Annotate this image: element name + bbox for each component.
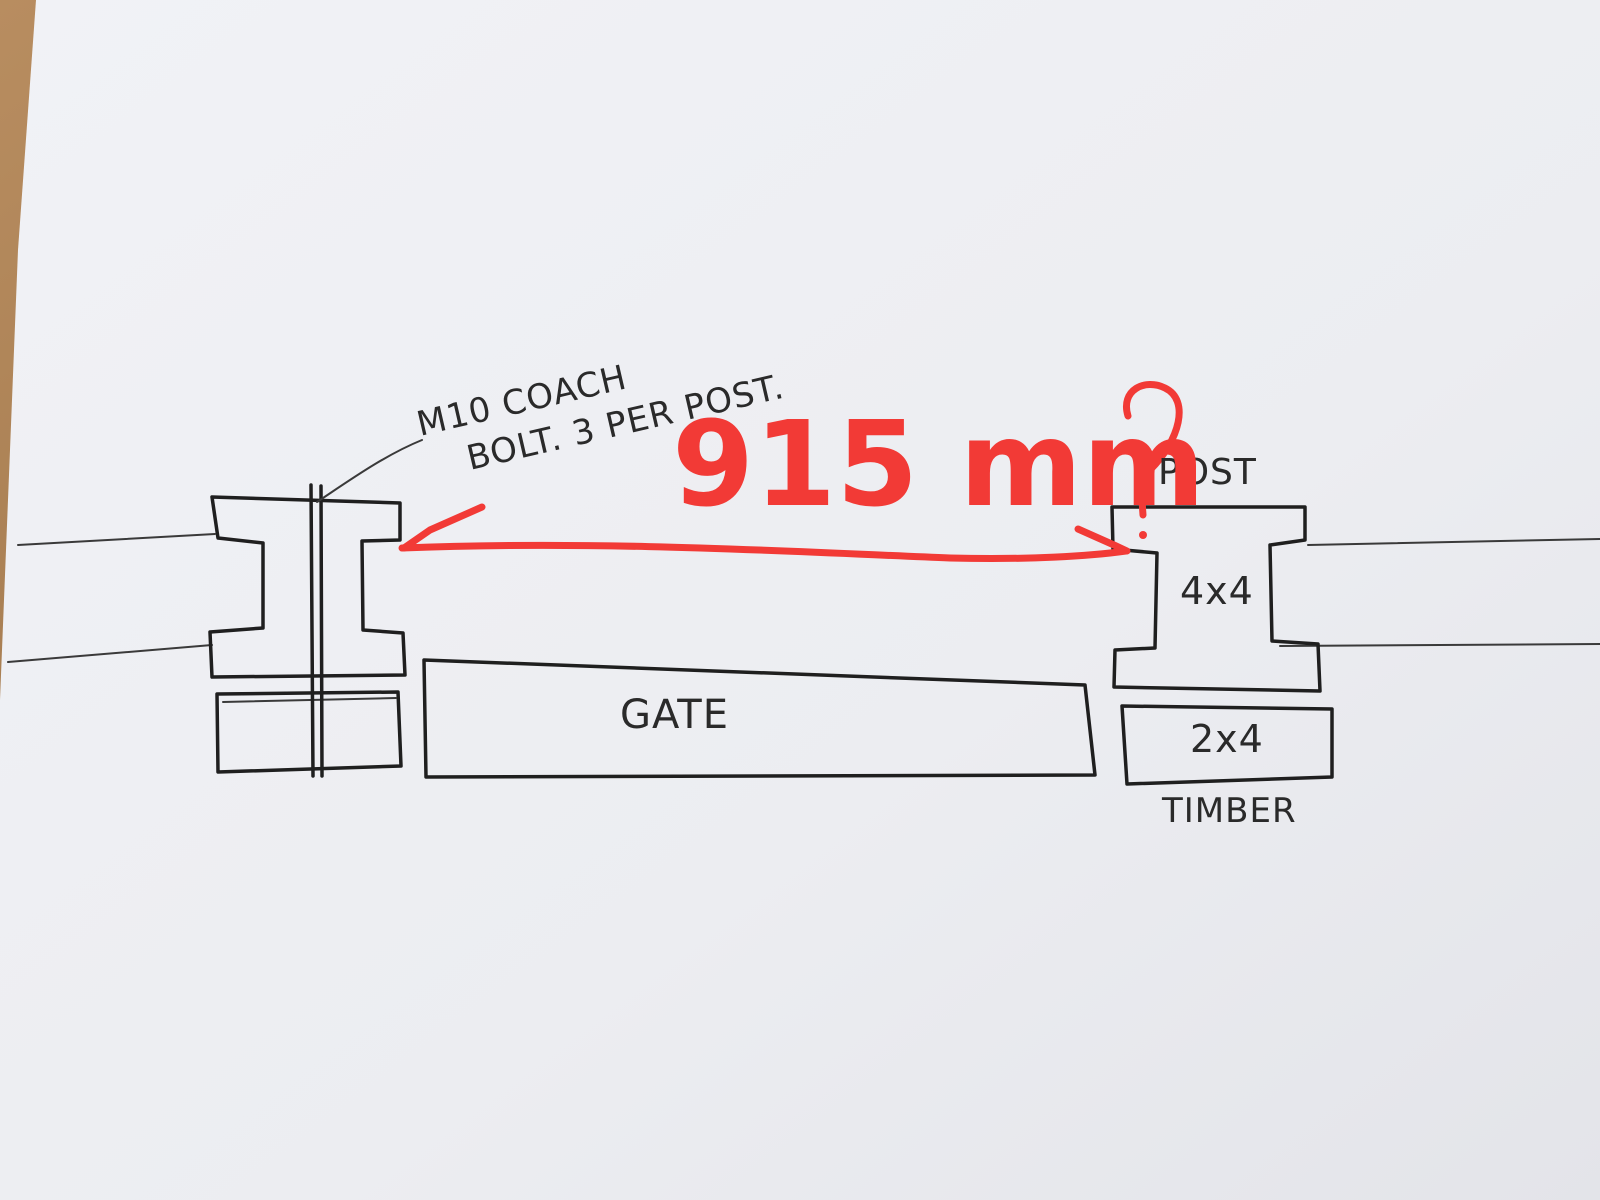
coach-bolt [309, 483, 324, 778]
right-timber-block [1120, 704, 1334, 786]
right-post-outline [1110, 505, 1322, 693]
timber-label: TIMBER [1161, 791, 1297, 831]
left-post-outline [208, 495, 407, 679]
gate-label: GATE [620, 692, 729, 738]
red-dimension-arrow [398, 381, 1183, 563]
fence-rail-lines [7, 533, 1600, 663]
left-timber-block [215, 690, 403, 774]
timber-size-label: 2x4 [1190, 717, 1264, 761]
post-size-label: 4x4 [1180, 569, 1254, 613]
bolt-leader-line [316, 439, 423, 503]
gate-board [422, 658, 1097, 779]
measurement-label: 915 mm [672, 395, 1205, 533]
post-label: POST [1158, 452, 1257, 493]
